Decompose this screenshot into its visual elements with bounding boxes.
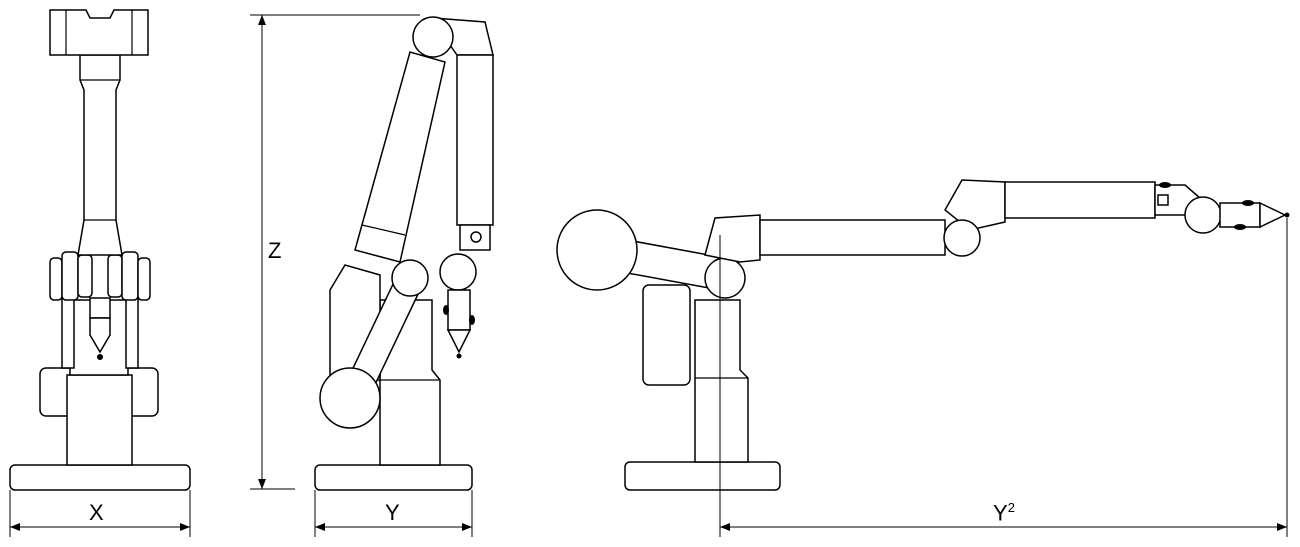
front-view	[9, 9, 191, 491]
y2-superscript: 2	[1007, 500, 1015, 515]
dimension-label-y2: Y2	[993, 500, 1015, 526]
dimension-label-z: Z	[268, 238, 282, 263]
dimension-label-y: Y	[385, 500, 400, 525]
dimension-label-x: X	[89, 500, 104, 525]
dimension-lines	[9, 14, 1288, 537]
extended-view	[556, 179, 1290, 491]
y2-base: Y	[993, 500, 1008, 526]
side-view	[314, 16, 494, 491]
